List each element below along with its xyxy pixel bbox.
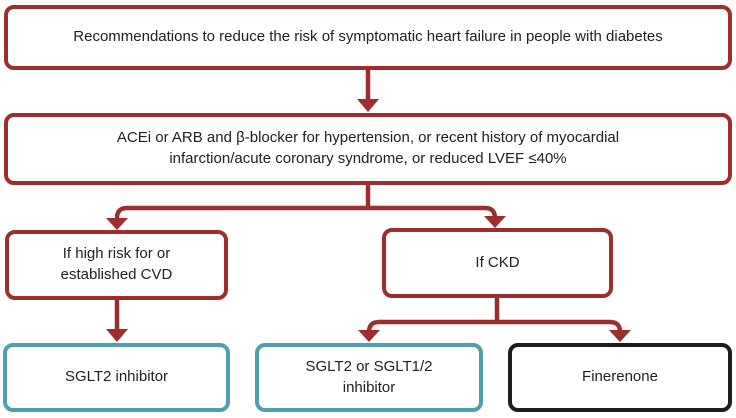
flow-box-ckd: If CKD: [382, 228, 613, 298]
flow-box-sglt12-label: SGLT2 or SGLT1/2 inhibitor: [305, 357, 433, 396]
connector-therapy-branch: [106, 183, 506, 230]
flow-box-therapy-label: ACEi or ARB and β-blocker for hypertensi…: [116, 129, 620, 167]
flow-box-recommendations-label: Recommendations to reduce the risk of sy…: [73, 28, 663, 46]
flow-box-finerenone-label: Finerenone: [582, 368, 658, 386]
flow-box-ckd-label: If CKD: [475, 253, 520, 271]
flow-box-sglt2-label: SGLT2 inhibitor: [64, 368, 169, 386]
connector-title-to-therapy: [357, 68, 379, 112]
flow-box-cvd: If high risk for or established CVD: [5, 230, 228, 300]
connector-cvd-to-sglt2: [106, 298, 128, 342]
flow-box-sglt2: SGLT2 inhibitor: [3, 343, 230, 412]
flow-box-cvd-label: If high risk for or established CVD: [60, 245, 173, 283]
flow-box-recommendations: Recommendations to reduce the risk of sy…: [4, 5, 732, 70]
flow-box-therapy: ACEi or ARB and β-blocker for hypertensi…: [4, 113, 732, 185]
connector-ckd-branch: [358, 296, 631, 342]
flow-box-finerenone: Finerenone: [508, 343, 732, 412]
flow-box-sglt12: SGLT2 or SGLT1/2 inhibitor: [255, 343, 483, 412]
